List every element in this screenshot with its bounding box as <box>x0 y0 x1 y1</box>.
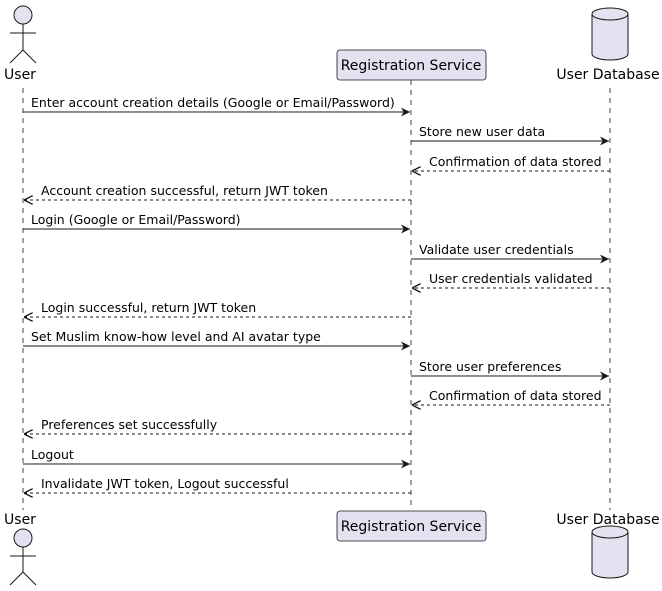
user-label-top: User <box>4 67 36 83</box>
message-label: Account creation successful, return JWT … <box>41 183 328 198</box>
service-label-top: Registration Service <box>341 58 482 74</box>
user-actor-icon <box>9 5 37 64</box>
user-label-bottom: User <box>4 512 36 528</box>
message-label: Login (Google or Email/Password) <box>31 212 241 227</box>
message-label: Confirmation of data stored <box>429 154 602 169</box>
database-icon-bottom <box>591 525 629 579</box>
message-label: Preferences set successfully <box>41 417 218 432</box>
db-label-top: User Database <box>556 67 659 83</box>
message-label: Login successful, return JWT token <box>41 300 256 315</box>
message-label: Invalidate JWT token, Logout successful <box>41 476 289 491</box>
messages: Enter account creation details (Google o… <box>23 95 610 493</box>
message-label: Store user preferences <box>419 359 561 374</box>
message-label: Confirmation of data stored <box>429 388 602 403</box>
db-label-bottom: User Database <box>556 512 659 528</box>
message-label: Logout <box>31 447 74 462</box>
user-actor-icon-bottom <box>9 528 37 586</box>
message-label: Store new user data <box>419 124 545 139</box>
message-label: User credentials validated <box>429 271 593 286</box>
service-label-bottom: Registration Service <box>341 519 482 535</box>
service-box-top <box>336 49 487 81</box>
database-icon-top <box>591 7 629 61</box>
message-label: Set Muslim know-how level and AI avatar … <box>31 329 321 344</box>
message-label: Validate user credentials <box>419 242 574 257</box>
message-label: Enter account creation details (Google o… <box>31 95 395 110</box>
service-box-bottom <box>336 510 487 542</box>
